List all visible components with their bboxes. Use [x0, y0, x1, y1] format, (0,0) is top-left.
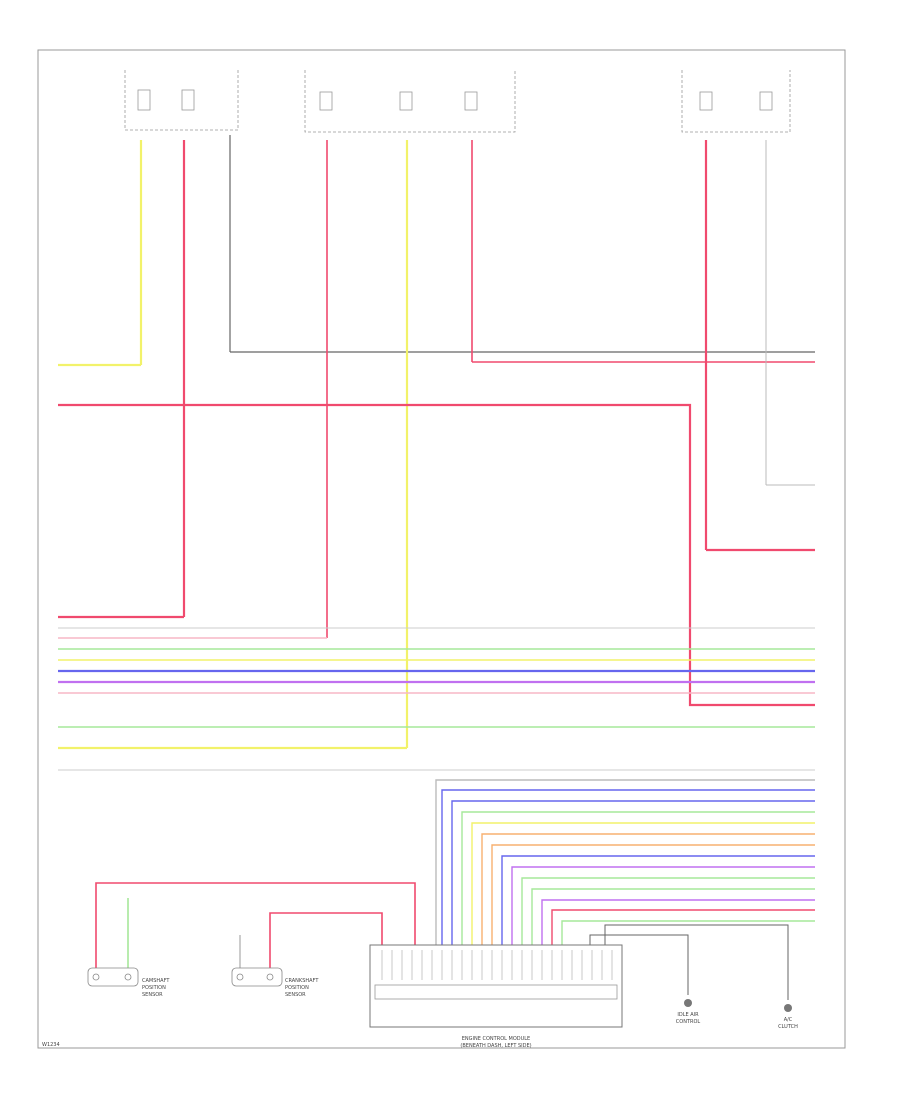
fuse-box-right [681, 70, 791, 133]
wire-sensor-a-red [95, 882, 416, 968]
wire-right-comp-b [604, 924, 789, 1000]
fuse-box-center [304, 70, 516, 133]
right-component-b [784, 1004, 792, 1012]
sensor-a-component [87, 967, 139, 987]
ecm-wire-bundle [435, 779, 815, 945]
sensor-a-label-line3: SENSOR [142, 992, 163, 998]
right-comp-b-label-line2: CLUTCH [778, 1024, 798, 1030]
wire-right-comp-a [589, 934, 689, 995]
right-comp-a-label-line2: CONTROL [676, 1019, 701, 1025]
wire-red-bus [58, 403, 815, 707]
right-component-a [684, 999, 692, 1007]
ecm-module [369, 944, 623, 1028]
sensor-b-component [231, 967, 283, 987]
sensor-a-label-line1: CAMSHAFT [142, 978, 170, 984]
sensor-b-label-line2: POSITION [285, 985, 309, 991]
right-comp-a-label-line1: IDLE AIR [677, 1012, 699, 1018]
ecm-label-line1: ENGINE CONTROL MODULE [462, 1036, 530, 1042]
sensor-a-label-line2: POSITION [142, 985, 166, 991]
wire-sensor-b-red [269, 912, 383, 968]
page-code: W1234 [42, 1042, 60, 1048]
sensor-b-label-line1: CRANKSHAFT [285, 978, 319, 984]
diagram-frame [37, 49, 846, 1049]
sensor-b-label-line3: SENSOR [285, 992, 306, 998]
fuse-box-left [124, 70, 239, 131]
ecm-label-line2: (BENEATH DASH, LEFT SIDE) [460, 1043, 531, 1049]
right-comp-b-label-line1: A/C [784, 1017, 793, 1023]
